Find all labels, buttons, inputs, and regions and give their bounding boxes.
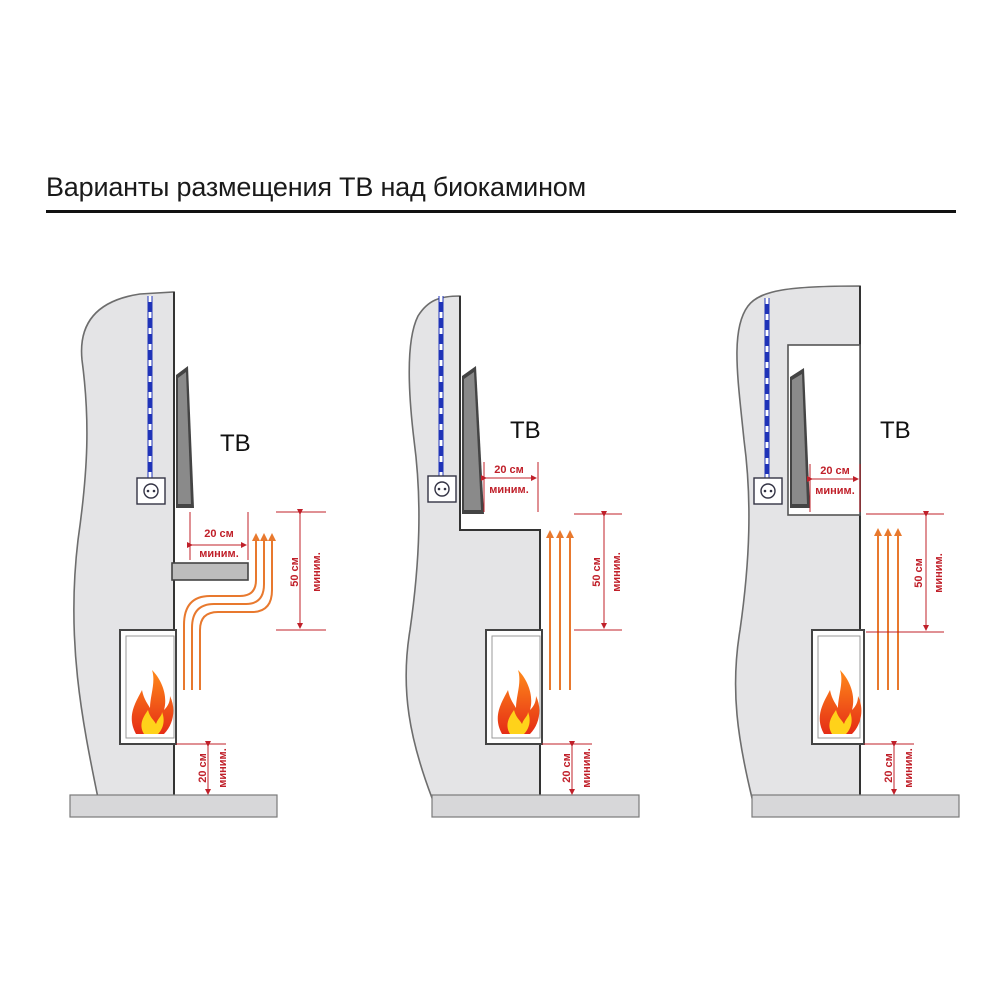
floor-2 xyxy=(431,794,640,818)
gap-vertical-value-2: 50 см xyxy=(591,557,603,587)
gap-vertical-value-1: 50 см xyxy=(289,557,301,587)
gap-vertical-note-2: миним. xyxy=(611,552,623,592)
floor-1 xyxy=(69,794,278,818)
floor-3 xyxy=(751,794,960,818)
gap-tv-note-1: миним. xyxy=(199,548,239,560)
gap-floor-value-1: 20 см xyxy=(197,753,209,783)
socket-3 xyxy=(753,477,783,505)
variant-2: 20 см миним. 50 см миним. 20 см миним. Т… xyxy=(405,295,640,818)
gap-tv-value-3: 20 см xyxy=(820,465,850,477)
gap-floor-note-3: миним. xyxy=(903,748,915,788)
gap-floor-value-3: 20 см xyxy=(883,753,895,783)
gap-tv-value-2: 20 см xyxy=(494,464,524,476)
shelf-1 xyxy=(171,562,249,581)
tv-label-2: ТВ xyxy=(510,417,541,444)
gap-floor-note-1: миним. xyxy=(217,748,229,788)
variant-1: 20 см миним. 50 см миним. 20 см миним. Т… xyxy=(69,291,326,818)
flame-1 xyxy=(131,670,174,734)
socket-1 xyxy=(136,477,166,505)
socket-2 xyxy=(427,475,457,503)
tv-label-1: ТВ xyxy=(220,430,251,457)
variant-3: 20 см миним. 50 см миним. 20 см миним. Т… xyxy=(734,285,960,818)
page-title: Варианты размещения ТВ над биокамином xyxy=(46,172,586,202)
gap-vertical-note-3: миним. xyxy=(933,553,945,593)
gap-vertical-value-3: 50 см xyxy=(913,558,925,588)
flame-3 xyxy=(819,670,862,734)
flame-2 xyxy=(497,670,540,734)
title-underline xyxy=(46,210,956,213)
gap-floor-note-2: миним. xyxy=(581,748,593,788)
gap-tv-note-2: миним. xyxy=(489,484,529,496)
gap-vertical-note-1: миним. xyxy=(311,552,323,592)
gap-tv-value-1: 20 см xyxy=(204,528,234,540)
gap-floor-value-2: 20 см xyxy=(561,753,573,783)
gap-tv-note-3: миним. xyxy=(815,485,855,497)
tv-label-3: ТВ xyxy=(880,417,911,444)
